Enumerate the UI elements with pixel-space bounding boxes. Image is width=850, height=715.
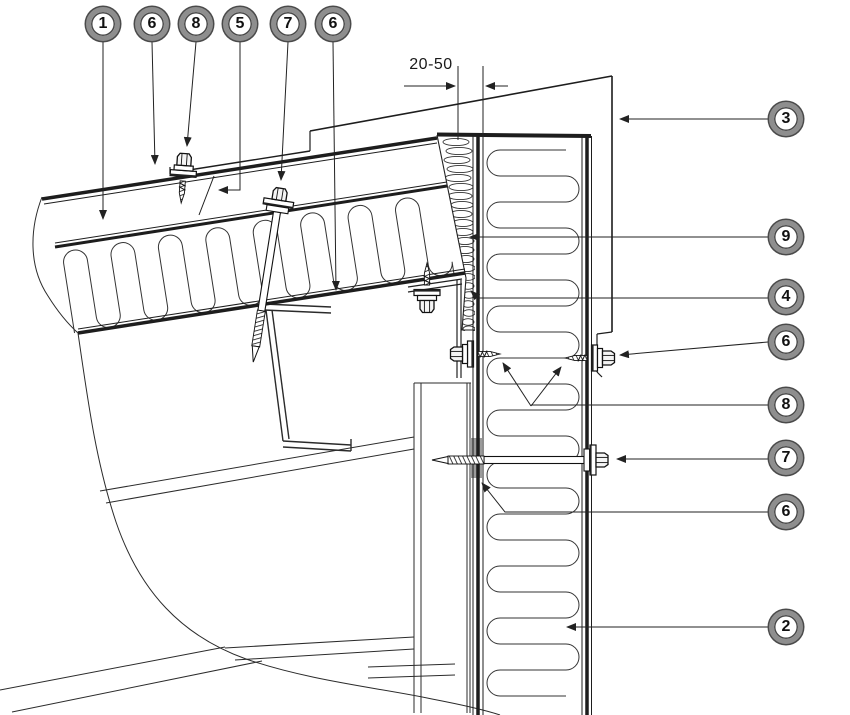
leader-6-right xyxy=(619,341,769,359)
wall-screw-inner xyxy=(449,340,501,368)
flashing-edge-tick xyxy=(198,175,215,216)
wall-screw-outer xyxy=(564,344,616,372)
callout-3: 3 xyxy=(769,102,803,136)
leader-6-top2 xyxy=(331,41,340,291)
leader-7-top xyxy=(277,41,289,181)
callout-7-right: 7 xyxy=(769,441,803,475)
z-bracket xyxy=(263,303,352,452)
break-line-left xyxy=(32,196,79,334)
fasteners xyxy=(167,152,616,476)
callout-6-right2: 6 xyxy=(769,495,803,529)
support-post xyxy=(367,382,471,713)
callout-4: 4 xyxy=(769,280,803,314)
leader-5 xyxy=(218,42,241,194)
wall-top-edge xyxy=(436,132,592,138)
roof-bottom-facing xyxy=(77,271,466,335)
beam-top-flange xyxy=(99,436,415,492)
wall-insulation xyxy=(486,149,580,697)
wall-panel xyxy=(436,132,592,715)
break-line-body xyxy=(77,332,501,715)
dimension-label: 20-50 xyxy=(409,56,453,73)
leader-8-top xyxy=(183,41,197,147)
callout-5: 5 xyxy=(223,7,257,41)
callout-7-top: 7 xyxy=(271,7,305,41)
beam-bottom-flange xyxy=(224,636,415,649)
callout-8-top: 8 xyxy=(179,7,213,41)
mineral-wool-strip xyxy=(436,134,475,331)
callout-2: 2 xyxy=(769,610,803,644)
callout-9: 9 xyxy=(769,220,803,254)
callout-6-top: 6 xyxy=(135,7,169,41)
callout-8-right: 8 xyxy=(769,388,803,422)
support-structure xyxy=(0,196,501,715)
leader-6-top xyxy=(150,41,159,165)
roof-insulation xyxy=(63,197,455,334)
callout-6-right: 6 xyxy=(769,325,803,359)
roof-liner-line xyxy=(54,184,448,249)
dimension xyxy=(404,66,508,140)
flashing-top-slope xyxy=(309,75,613,132)
leader-4 xyxy=(470,290,768,301)
callout-1: 1 xyxy=(86,7,120,41)
leader-lines xyxy=(99,41,769,631)
leader-6-right2 xyxy=(481,482,768,513)
callout-6-top2: 6 xyxy=(316,7,350,41)
break-line-bottom xyxy=(0,646,226,691)
